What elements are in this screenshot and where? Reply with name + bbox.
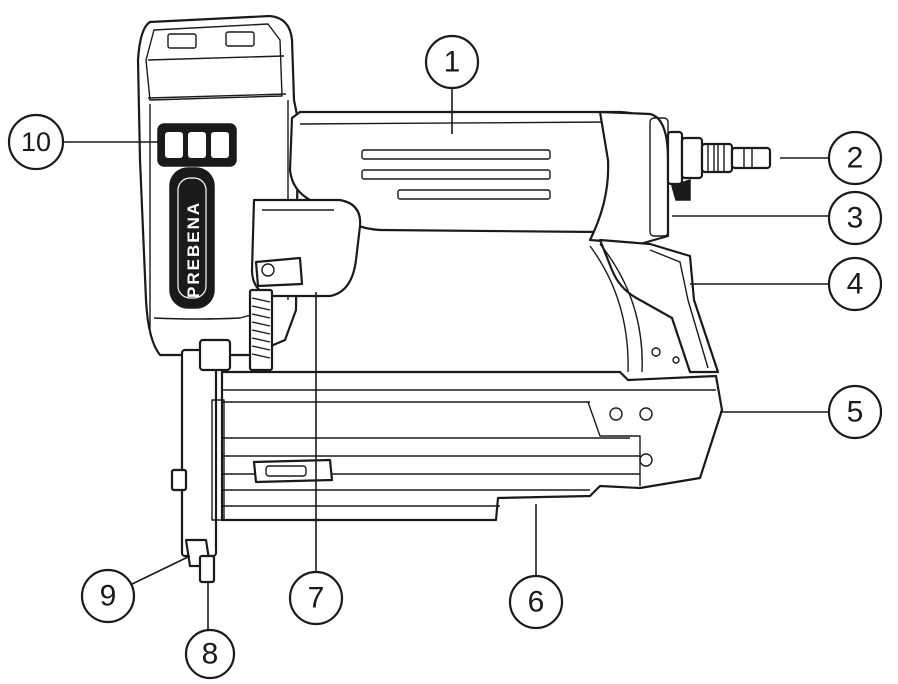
callout-1-label: 1 [444, 46, 461, 79]
brand-badge: PREBENA [169, 167, 215, 309]
magazine [220, 370, 724, 522]
safety-spring [248, 288, 274, 372]
trigger [250, 198, 362, 298]
callout-4-label: 4 [847, 268, 864, 301]
callout-6-label: 6 [528, 586, 545, 619]
callout-4: 4 [827, 256, 883, 312]
mode-buttons [157, 123, 237, 167]
tool-head [136, 14, 300, 357]
callout-1: 1 [424, 34, 480, 90]
callout-2-label: 2 [847, 142, 864, 175]
callout-3-label: 3 [847, 202, 864, 235]
callout-9-label: 9 [100, 580, 117, 613]
callout-8: 8 [184, 628, 236, 680]
callout-7: 7 [288, 570, 344, 626]
callout-7-label: 7 [308, 582, 325, 615]
brand-text: PREBENA [184, 201, 203, 298]
callout-3: 3 [827, 190, 883, 246]
callout-8-label: 8 [202, 638, 219, 671]
callout-5: 5 [827, 384, 883, 440]
callout-2: 2 [827, 130, 883, 186]
handle [288, 110, 670, 246]
leader-lines [62, 88, 828, 630]
rear-bracket [589, 238, 720, 374]
callout-10-label: 10 [21, 127, 51, 157]
air-connector [666, 130, 772, 201]
callout-5-label: 5 [847, 396, 864, 429]
callout-6: 6 [508, 574, 564, 630]
callout-9: 9 [80, 568, 136, 624]
callout-10: 10 [7, 113, 65, 171]
nose-assembly [170, 338, 232, 584]
